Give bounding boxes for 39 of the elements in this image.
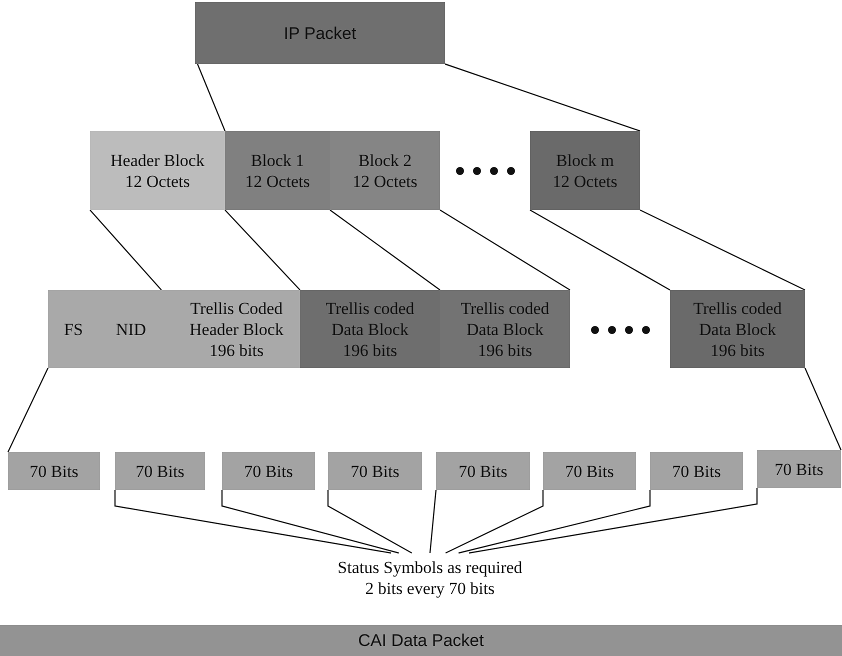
expansion-line [7, 368, 49, 452]
expansion-line [458, 490, 651, 554]
bits-box: 70 Bits [436, 452, 530, 490]
expansion-line [327, 490, 412, 554]
packet-box: IP Packet [195, 2, 445, 64]
expansion-line [196, 64, 226, 132]
expansion-line [429, 490, 437, 554]
bits-box: 70 Bits [757, 450, 841, 488]
expansion-line [468, 488, 758, 554]
expansion-line [90, 210, 162, 290]
bits-box: 70 Bits [650, 452, 743, 490]
bits-box: 70 Bits [543, 452, 636, 490]
bits-box: 70 Bits [222, 452, 315, 490]
block-box [48, 290, 300, 368]
field-label: FS [64, 318, 83, 340]
expansion-line [330, 210, 440, 290]
expansion-line [221, 490, 399, 554]
expansion-line [530, 209, 670, 291]
status-note: Status Symbols as required 2 bits every 70 bits [300, 555, 560, 601]
block-box: Trellis coded Data Block 196 bits [300, 290, 440, 368]
expansion-line [224, 210, 300, 290]
bits-box: 70 Bits [328, 452, 422, 490]
block-box: Block 2 12 Octets [330, 131, 440, 210]
block-label: Trellis Coded Header Block 196 bits [188, 298, 284, 360]
expansion-line [804, 368, 842, 450]
expansion-line [445, 490, 544, 554]
block-box: Header Block 12 Octets [90, 131, 225, 210]
expansion-line [640, 209, 806, 291]
bits-box: 70 Bits [115, 452, 205, 490]
field-label: NID [116, 318, 146, 340]
bits-box: 70 Bits [8, 452, 100, 490]
block-box: Block m 12 Octets [530, 131, 640, 210]
expansion-line [440, 209, 570, 291]
block-box: Block 1 12 Octets [225, 131, 330, 210]
block-box: Trellis coded Data Block 196 bits [440, 290, 570, 368]
packet-bar: CAI Data Packet [0, 625, 842, 656]
expansion-line [114, 490, 392, 554]
block-box: Trellis coded Data Block 196 bits [670, 290, 805, 368]
expansion-line [444, 63, 640, 132]
